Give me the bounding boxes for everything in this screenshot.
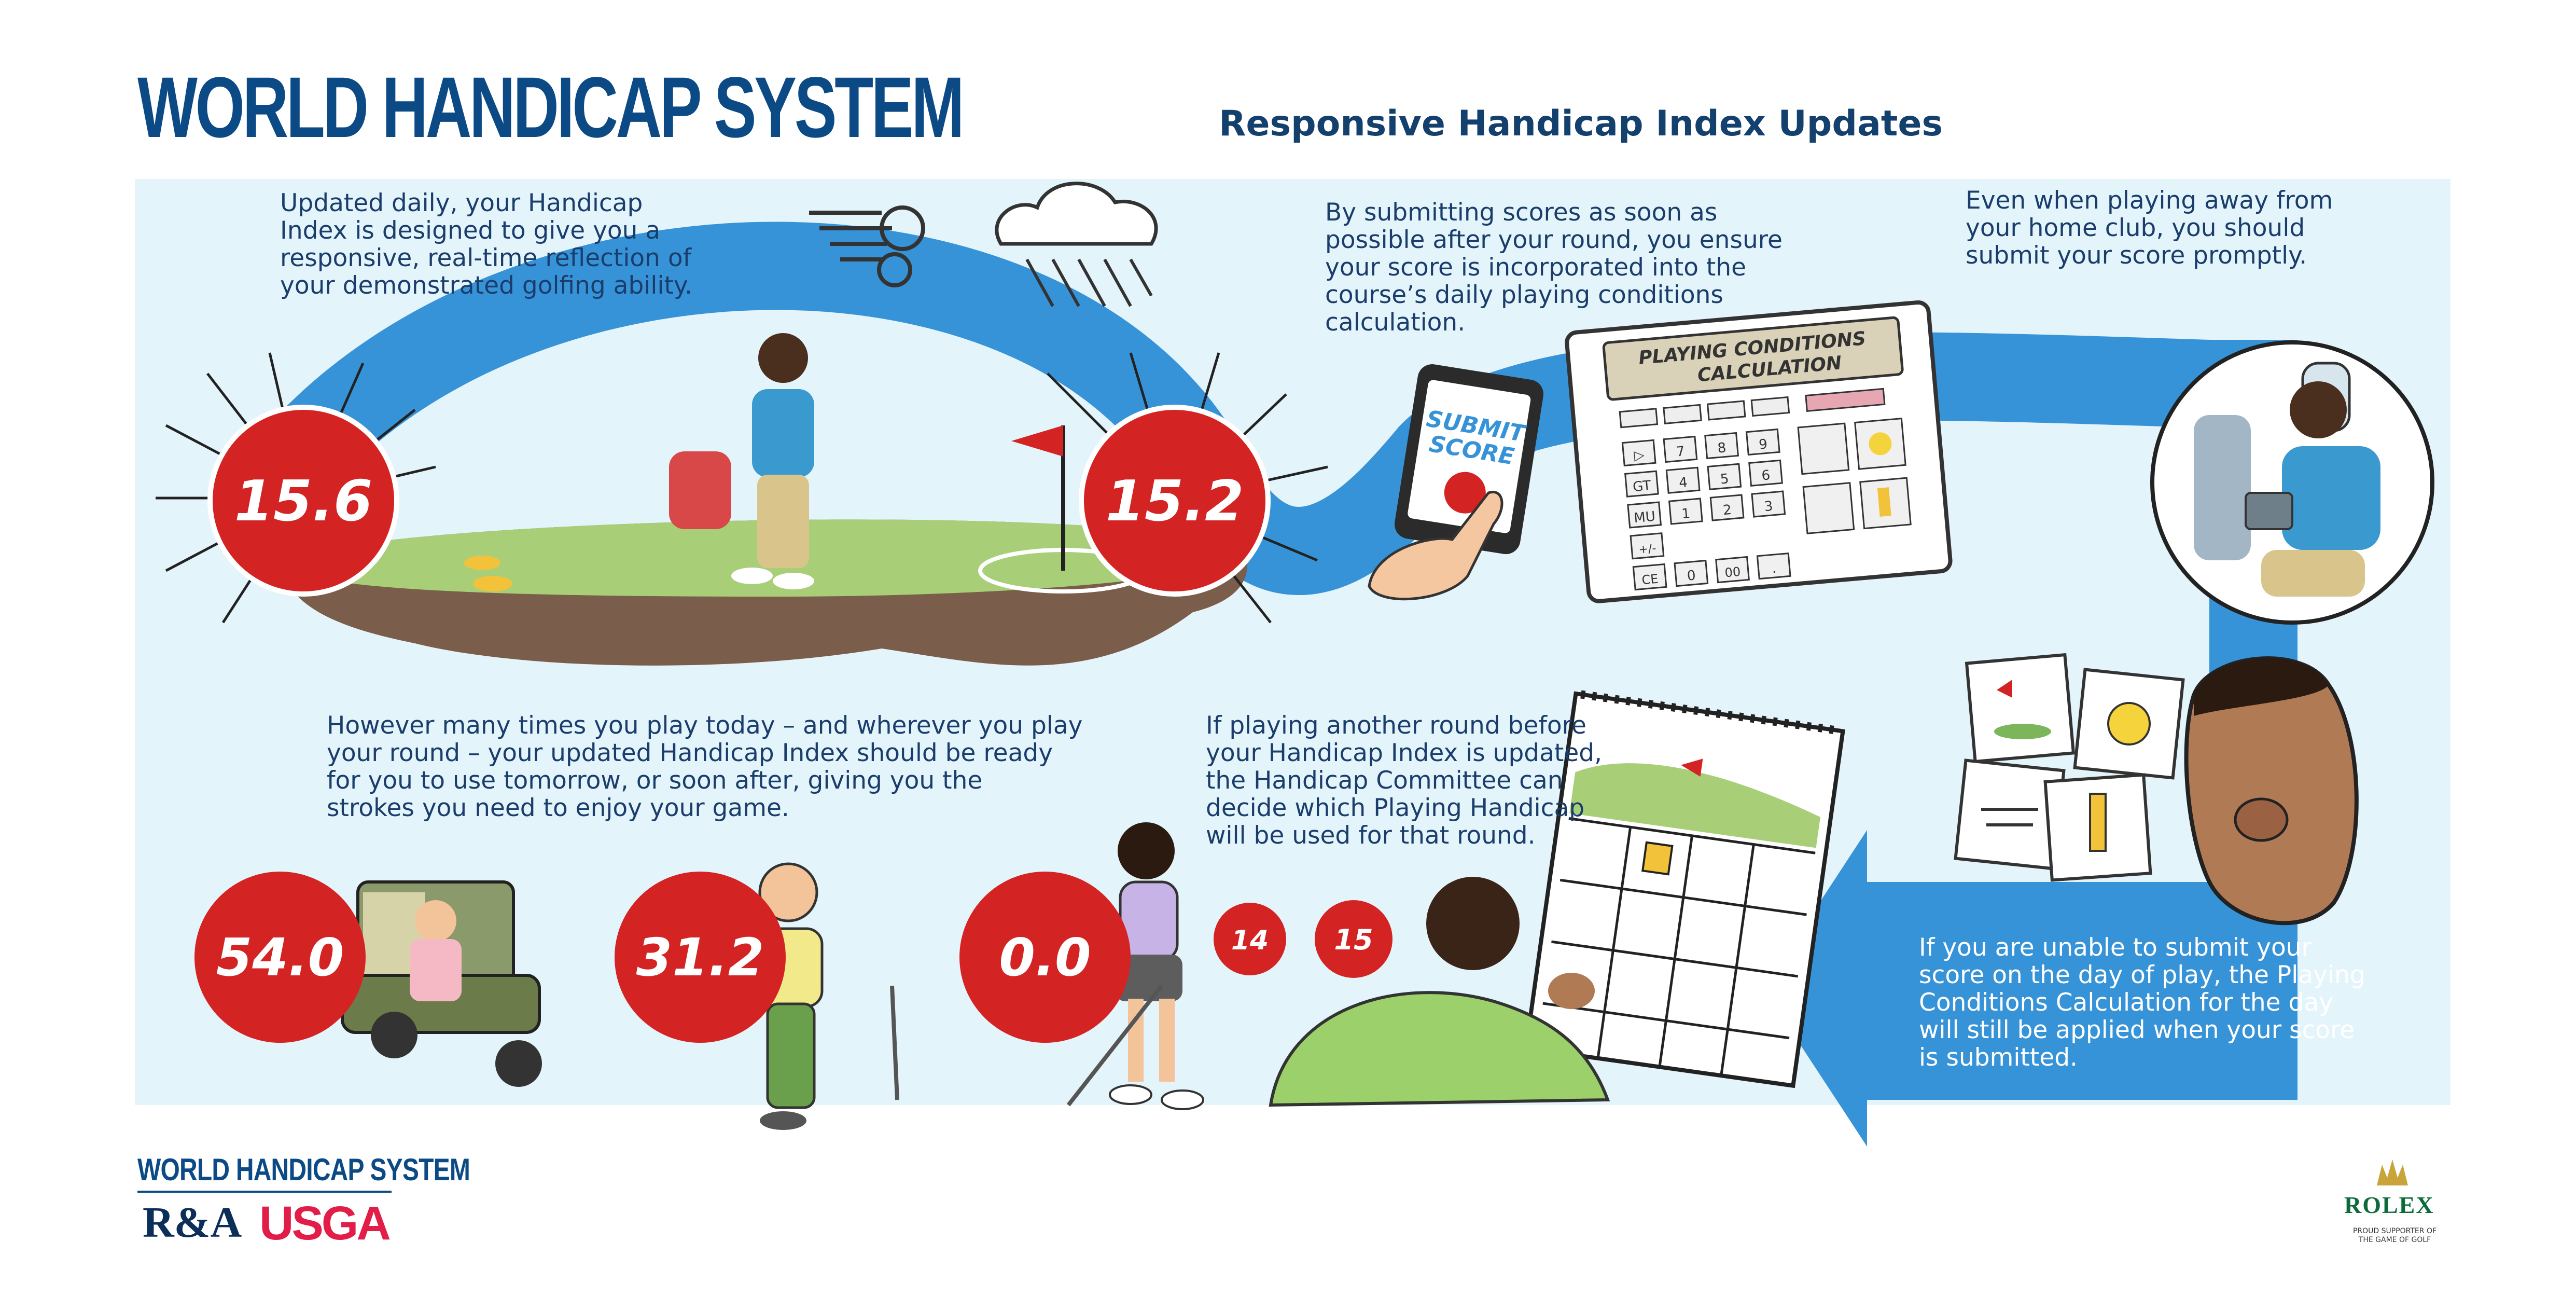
- calc-key: 9: [1758, 436, 1768, 452]
- calc-key: 6: [1761, 467, 1771, 484]
- rolex-crown-icon: [2377, 1160, 2408, 1185]
- ra-logo: R&A: [143, 1198, 242, 1247]
- day-badge-15: [1315, 900, 1393, 978]
- calc-key: GT: [1632, 478, 1652, 495]
- away-paragraph: Even when playing away from your home cl…: [1966, 186, 2333, 270]
- calc-key: 3: [1764, 499, 1774, 515]
- handicap-badge-before: [207, 405, 399, 597]
- calc-key: 1: [1681, 506, 1691, 522]
- calendar-illustration: [1523, 690, 1845, 1088]
- page-subtitle: Responsive Handicap Index Updates: [1219, 103, 1943, 144]
- day-badge-14: [1214, 903, 1286, 975]
- person-at-calendar: [1269, 877, 1610, 1107]
- calculator-keypad: ▷ 7 8 9 GT 4 5 6 MU 1 2 3 +/-: [1621, 428, 1791, 591]
- intro-paragraph: Updated daily, your Handicap Index is de…: [280, 189, 692, 300]
- handicap-badge-after: [1079, 405, 1271, 597]
- calc-key: 8: [1717, 440, 1726, 456]
- footer-divider: [137, 1191, 392, 1193]
- calc-key: 0: [1687, 568, 1696, 584]
- rolex-logo: ROLEX: [2344, 1192, 2434, 1218]
- handicap-badge-max: [194, 872, 366, 1043]
- flag-card-icon: [1997, 680, 2012, 698]
- calc-key: 00: [1724, 564, 1742, 581]
- senior-golfer-illustration: [758, 862, 899, 1130]
- wind-icon: [809, 205, 925, 287]
- ruler-key-icon: [1877, 487, 1891, 517]
- calc-key: CE: [1641, 572, 1659, 588]
- badge-label-zero: 0.0: [999, 927, 1091, 988]
- however-paragraph: However many times you play today – and …: [327, 711, 1083, 822]
- flow-arrow-head: [1763, 830, 1867, 1147]
- calc-key: +/-: [1638, 542, 1657, 557]
- trophy-icon: [1641, 841, 1674, 876]
- badge-label-max: 54.0: [216, 927, 344, 988]
- rain-cloud-icon: [995, 182, 1158, 307]
- wind-card-icon: [1981, 808, 2038, 826]
- unable-paragraph: If you are unable to submit your score o…: [1919, 933, 2365, 1072]
- submit-button-icon: [1444, 472, 1486, 514]
- calc-key: 4: [1678, 475, 1688, 491]
- day-label-14: 14: [1231, 925, 1269, 956]
- calendar-flag-icon: [1681, 758, 1703, 777]
- playing-conditions-calculator: PLAYING CONDITIONS CALCULATION ▷ 7 8 9 G…: [1565, 300, 1953, 603]
- phone-submit-score: SUBMIT SCORE: [1368, 364, 1544, 601]
- submitting-paragraph: By submitting scores as soon as possible…: [1325, 198, 1783, 337]
- condition-cards: [1954, 653, 2185, 882]
- airplane-passenger-scene: [2150, 340, 2434, 625]
- calc-key: ▷: [1633, 447, 1645, 464]
- footer-whs-logo: WORLD HANDICAP SYSTEM: [137, 1152, 470, 1187]
- flow-arrow-bottom: [1867, 882, 2297, 1100]
- calc-key: 7: [1676, 444, 1686, 460]
- usga-logo: USGA: [259, 1197, 391, 1250]
- calc-key: MU: [1633, 509, 1656, 527]
- rolex-tagline: PROUD SUPPORTER OF THE GAME OF GOLF: [2352, 1227, 2437, 1244]
- calc-key: 5: [1720, 471, 1730, 487]
- calc-key: .: [1771, 561, 1777, 577]
- day-label-15: 15: [1334, 923, 1373, 956]
- sun-card-icon: [2107, 702, 2151, 746]
- golfer-face-illustration: [2184, 656, 2359, 926]
- another-round-paragraph: If playing another round before your Han…: [1206, 711, 1603, 850]
- golf-island: [280, 333, 1248, 666]
- golf-cart-illustration: [341, 880, 542, 1087]
- ruler-card-icon: [2089, 793, 2107, 852]
- badge-label-after: 15.2: [1106, 469, 1244, 534]
- badge-label-before: 15.6: [234, 469, 372, 534]
- handicap-badge-zero: [959, 872, 1131, 1043]
- page-title: WORLD HANDICAP SYSTEM: [137, 60, 965, 156]
- female-golfer-illustration: [1066, 822, 1204, 1110]
- sun-key-icon: [1869, 432, 1892, 456]
- handicap-badge-mid: [615, 872, 786, 1043]
- badge-label-mid: 31.2: [636, 927, 764, 988]
- calc-key: 2: [1722, 502, 1732, 518]
